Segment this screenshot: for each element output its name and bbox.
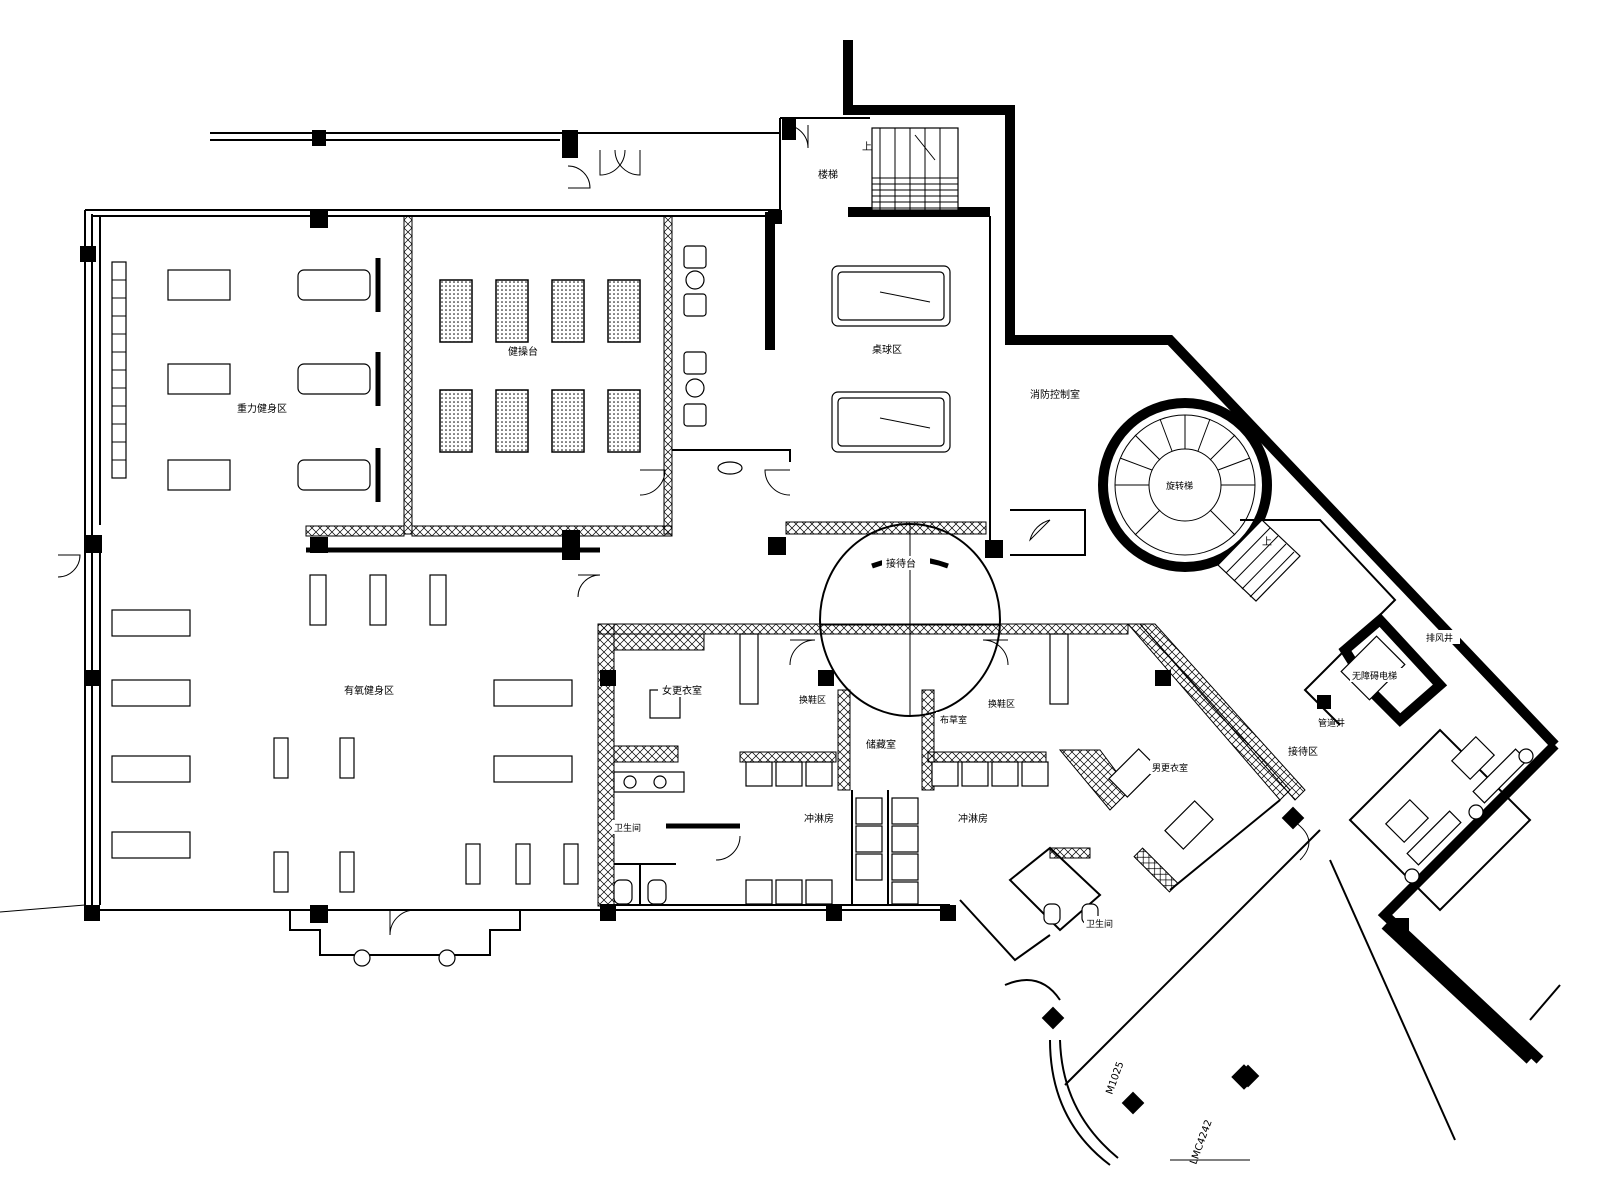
spiral-stair: 旋转梯 上 xyxy=(1098,398,1301,602)
label-reception-area: 接待区 xyxy=(1288,745,1318,758)
label-spiral-stair: 旋转梯 xyxy=(1166,480,1193,492)
lounge-seating xyxy=(672,245,791,475)
label-storage-room: 储藏室 xyxy=(866,738,896,751)
outer-walls xyxy=(84,40,1561,1141)
label-restroom-right: 卫生间 xyxy=(1086,918,1113,930)
label-shower-room-left: 冲淋房 xyxy=(804,812,834,825)
exterior-entry: M1025 LMC4242 xyxy=(0,904,1257,1166)
label-men-locker: 男更衣室 xyxy=(1152,762,1188,774)
door-swings xyxy=(57,124,1310,936)
structural-columns xyxy=(80,118,1409,1115)
stair-up-mark-spiral: 上 xyxy=(1262,536,1272,548)
label-women-locker: 女更衣室 xyxy=(662,684,702,697)
reception-area: 无障碍电梯 排风井 管道井 接待区 xyxy=(1240,519,1534,912)
label-cardio-area: 有氧健身区 xyxy=(344,684,394,697)
men-locker-area: 男更衣室 卫生间 xyxy=(959,623,1306,1001)
locker-shower-block: 女更衣室 换鞋区 换鞋区 布草室 储藏室 冲淋房 冲淋房 xyxy=(597,623,1129,907)
label-changing-area-right: 换鞋区 xyxy=(988,698,1015,710)
label-fire-control-room: 消防控制室 xyxy=(1030,388,1080,401)
door-tag-m1025: M1025 xyxy=(1104,1060,1126,1096)
label-weight-area: 重力健身区 xyxy=(237,402,287,415)
label-pipe-well: 管道井 xyxy=(1318,717,1345,729)
billiards-area: 桌球区 xyxy=(785,216,991,540)
aerobics-stage: 健操台 xyxy=(439,279,641,453)
door-tag-lmc4242: LMC4242 xyxy=(1188,1118,1214,1166)
reception-hall: 接待台 xyxy=(819,523,1001,717)
stair-up-mark-top: 上 xyxy=(862,141,872,153)
label-aerobics-stage: 健操台 xyxy=(508,345,538,358)
fire-control-room: 消防控制室 xyxy=(1010,388,1086,556)
weight-area: 重力健身区 xyxy=(111,258,381,502)
label-drainage-well: 排风井 xyxy=(1426,632,1453,644)
label-billiards-area: 桌球区 xyxy=(872,343,902,356)
label-linen-room: 布草室 xyxy=(940,714,967,726)
cardio-area: 有氧健身区 xyxy=(99,550,579,967)
label-restroom-left: 卫生间 xyxy=(614,822,641,834)
label-reception-desk: 接待台 xyxy=(886,557,916,570)
label-shower-room-right: 冲淋房 xyxy=(958,812,988,825)
label-changing-area-left: 换鞋区 xyxy=(799,694,826,706)
label-stairwell-top: 楼梯 xyxy=(818,168,838,181)
top-stairwell: 上 楼梯 xyxy=(818,127,959,211)
label-elevator-hall: 无障碍电梯 xyxy=(1352,670,1397,682)
